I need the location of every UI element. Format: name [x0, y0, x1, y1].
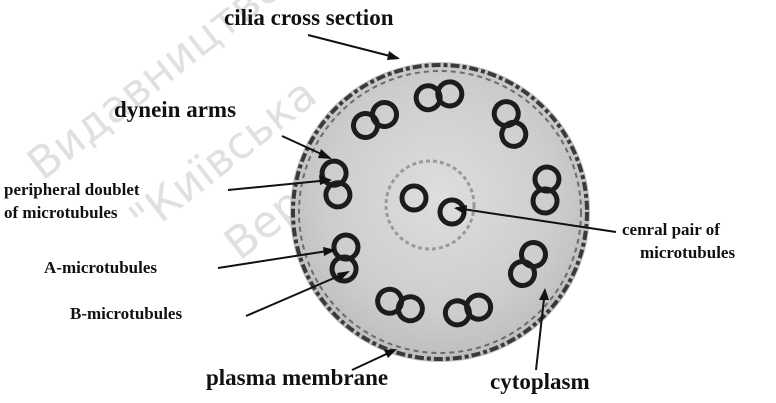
label-a-microtubules: A-microtubules: [44, 259, 157, 277]
label-cilia-cross-section: cilia cross section: [224, 6, 394, 30]
label-dynein-arms: dynein arms: [114, 98, 236, 122]
label-b-microtubules: B-microtubules: [70, 305, 182, 323]
arrowhead-cilia-cross-section: [387, 51, 400, 60]
label-plasma-membrane: plasma membrane: [206, 366, 388, 390]
label-cytoplasm: cytoplasm: [490, 370, 590, 394]
leader-cilia-cross-section: [308, 35, 398, 58]
label-peripheral-doublet-line2: of microtubules: [4, 204, 118, 222]
label-central-pair-line2: microtubules: [640, 244, 735, 262]
label-central-pair-line1: cenral pair of: [622, 221, 720, 239]
label-peripheral-doublet-line1: peripheral doublet: [4, 181, 140, 199]
